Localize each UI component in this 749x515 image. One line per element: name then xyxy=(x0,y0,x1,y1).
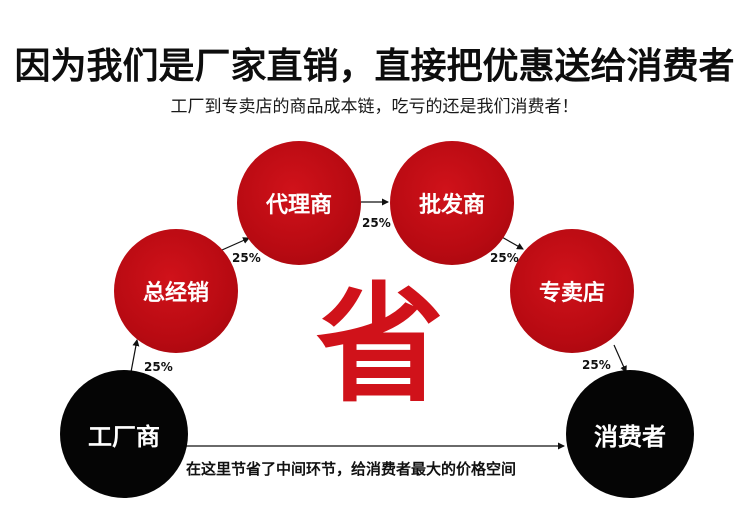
save-character: 省 xyxy=(315,271,444,420)
node-wholesaler: 批发商 xyxy=(390,141,514,265)
markup-wholesaler-to-store: 25% xyxy=(490,251,519,265)
node-consumer: 消费者 xyxy=(566,370,694,498)
arrow-factory-to-distributor xyxy=(130,339,140,373)
arrow-distributor-to-agent xyxy=(221,237,250,251)
node-factory: 工厂商 xyxy=(60,370,188,498)
markup-agent-to-wholesaler: 25% xyxy=(362,216,391,230)
page-subtitle: 工厂到专卖店的商品成本链，吃亏的还是我们消费者！ xyxy=(170,97,579,117)
node-distributor: 总经销 xyxy=(114,229,238,353)
markup-factory-to-distributor: 25% xyxy=(144,360,173,374)
page-title: 因为我们是厂家直销，直接把优惠送给消费者 xyxy=(14,46,735,87)
arrow-store-to-consumer xyxy=(613,344,627,373)
node-agent: 代理商 xyxy=(237,141,361,265)
node-store: 专卖店 xyxy=(510,229,634,353)
markup-store-to-consumer: 25% xyxy=(582,358,611,372)
bottom-note: 在这里节省了中间环节，给消费者最大的价格空间 xyxy=(186,460,517,478)
markup-distributor-to-agent: 25% xyxy=(232,251,261,265)
arrow-wholesaler-to-store xyxy=(499,235,524,250)
